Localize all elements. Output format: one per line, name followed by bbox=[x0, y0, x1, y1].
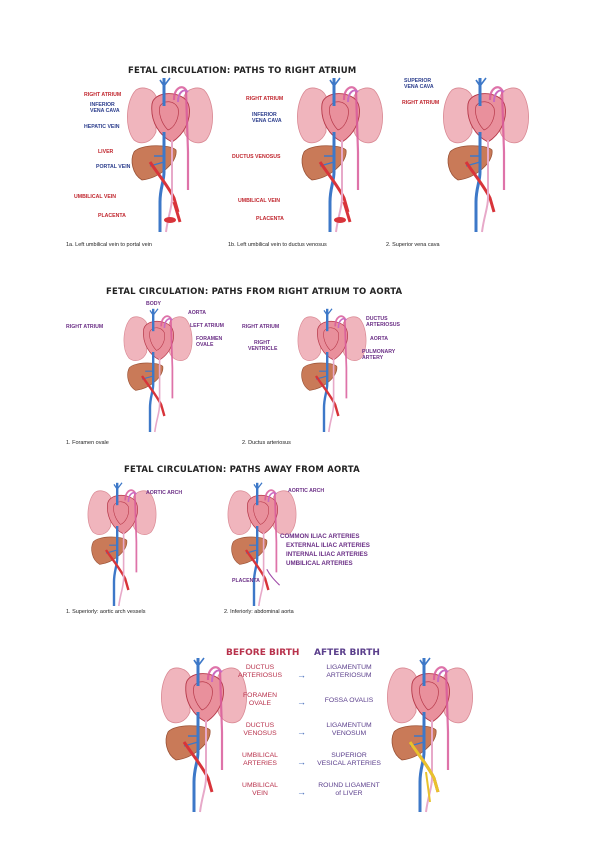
label-liver: LIVER bbox=[98, 149, 113, 155]
caption-ductus-arteriosus: 2. Ductus arteriosus bbox=[242, 440, 291, 446]
section-title-paths-to-right-atrium: FETAL CIRCULATION: PATHS TO RIGHT ATRIUM bbox=[128, 66, 356, 76]
arrow-icon: → bbox=[297, 757, 306, 767]
label-ovale: OVALE bbox=[196, 342, 213, 348]
arrow-icon: → bbox=[297, 670, 306, 680]
caption-figure-2: 2. Superior vena cava bbox=[386, 242, 440, 248]
fetal-circulation-figure-2 bbox=[446, 82, 526, 232]
label-vena-cava: VENA CAVA bbox=[90, 108, 120, 114]
label-right-atrium: RIGHT ATRIUM bbox=[84, 92, 121, 98]
label-umbilical-vein: UMBILICAL VEIN bbox=[74, 194, 116, 200]
label-umbilical-vein: UMBILICAL VEIN bbox=[238, 198, 280, 204]
fetal-circulation-aortic-arch-figure bbox=[82, 486, 162, 606]
after-fossa-ovalis: FOSSA OVALIS bbox=[314, 697, 384, 705]
caption-foramen-ovale: 1. Foramen ovale bbox=[66, 440, 109, 446]
label-external-iliac-arteries: EXTERNAL ILIAC ARTERIES bbox=[286, 543, 370, 549]
label-right-atrium: RIGHT ATRIUM bbox=[246, 96, 283, 102]
label-aorta: AORTA bbox=[370, 336, 388, 342]
label-right-atrium: RIGHT ATRIUM bbox=[402, 100, 439, 106]
anatomy-after-birth-figure bbox=[384, 662, 476, 812]
caption-aortic-arch-vessels: 1. Superiorly: aortic arch vessels bbox=[66, 609, 145, 615]
label-ductus-venosus: DUCTUS VENOSUS bbox=[232, 154, 280, 160]
before-birth-heading: BEFORE BIRTH bbox=[226, 648, 299, 658]
label-placenta: PLACENTA bbox=[232, 578, 260, 584]
label-artery: ARTERY bbox=[362, 355, 383, 361]
label-aorta: AORTA bbox=[188, 310, 206, 316]
label-vena-cava: VENA CAVA bbox=[252, 118, 282, 124]
label-aortic-arch: AORTIC ARCH bbox=[288, 488, 324, 494]
label-common-iliac-arteries: COMMON ILIAC ARTERIES bbox=[280, 534, 360, 540]
label-right-atrium: RIGHT ATRIUM bbox=[66, 324, 103, 330]
section-title-paths-away-from-aorta: FETAL CIRCULATION: PATHS AWAY FROM AORTA bbox=[124, 465, 360, 475]
label-portal-vein: PORTAL VEIN bbox=[96, 164, 130, 170]
label-ventricle: VENTRICLE bbox=[248, 346, 277, 352]
caption-figure-1b: 1b. Left umbilical vein to ductus venosu… bbox=[228, 242, 327, 248]
label-hepatic-vein: HEPATIC VEIN bbox=[84, 124, 120, 130]
label-arteriosus: ARTERIOSUS bbox=[366, 322, 400, 328]
label-right-atrium: RIGHT ATRIUM bbox=[242, 324, 279, 330]
section-title-paths-from-right-atrium-to-aorta: FETAL CIRCULATION: PATHS FROM RIGHT ATRI… bbox=[106, 287, 402, 297]
caption-abdominal-aorta: 2. Inferiorly: abdominal aorta bbox=[224, 609, 294, 615]
label-vena-cava: VENA CAVA bbox=[404, 84, 434, 90]
label-internal-iliac-arteries: INTERNAL ILIAC ARTERIES bbox=[286, 552, 368, 558]
label-placenta: PLACENTA bbox=[98, 213, 126, 219]
fetal-circulation-ductus-arteriosus-figure bbox=[292, 312, 372, 432]
after-birth-heading: AFTER BIRTH bbox=[314, 648, 380, 658]
fetal-circulation-foramen-ovale-figure bbox=[118, 312, 198, 432]
caption-figure-1a: 1a. Left umbilical vein to portal vein bbox=[66, 242, 152, 248]
label-umbilical-arteries: UMBILICAL ARTERIES bbox=[286, 561, 353, 567]
fetal-circulation-figure-1b bbox=[300, 82, 380, 232]
arrow-icon: → bbox=[297, 727, 306, 737]
label-left-atrium: LEFT ATRIUM bbox=[190, 323, 224, 329]
label-aortic-arch: AORTIC ARCH bbox=[146, 490, 182, 496]
fetal-circulation-figure-1a bbox=[130, 82, 210, 232]
arrow-icon: → bbox=[297, 697, 306, 707]
label-placenta: PLACENTA bbox=[256, 216, 284, 222]
arrow-icon: → bbox=[297, 787, 306, 797]
label-body: BODY bbox=[146, 301, 161, 307]
